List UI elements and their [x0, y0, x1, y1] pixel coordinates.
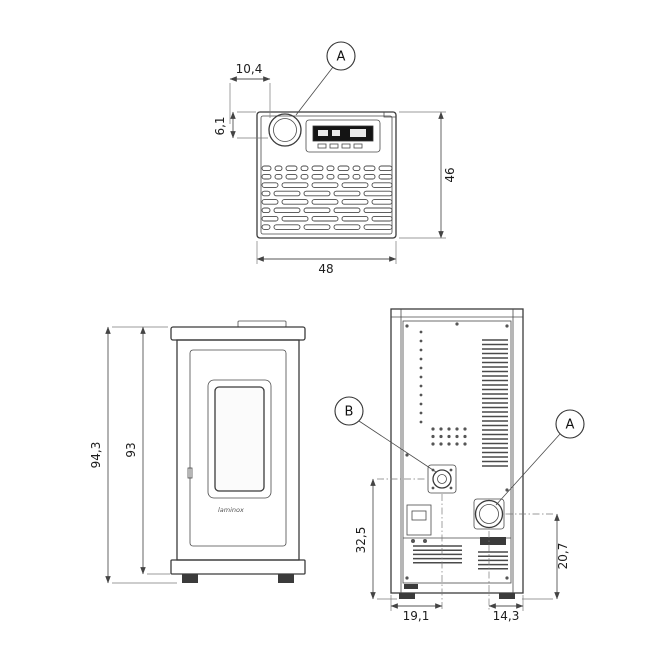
dim-flue-offset-x: 10,4	[236, 62, 263, 76]
rear-foot-right	[499, 593, 515, 599]
front-foot-right	[278, 574, 294, 583]
door-hinge	[187, 467, 193, 479]
rear-screws	[405, 322, 509, 580]
rear-vent-holes	[419, 330, 467, 446]
callout-b-rear-label: B	[345, 405, 354, 420]
rear-body	[390, 308, 524, 594]
rear-right-grille	[482, 339, 508, 467]
dim-rear-a-height: 20,7	[556, 543, 570, 570]
flue-outlet	[268, 113, 302, 147]
front-flue-collar	[237, 320, 287, 328]
front-view: laminox	[170, 320, 306, 583]
door-glass	[214, 386, 265, 492]
callout-a-top: A	[295, 41, 356, 116]
dim-top-width: 48	[318, 262, 333, 276]
callout-b-rear: B	[334, 396, 437, 473]
rating-plate	[480, 537, 506, 545]
rear-back-panel	[402, 320, 512, 584]
callout-a-top-label: A	[337, 50, 346, 65]
front-view-dimensions: 94,3 93	[89, 326, 177, 584]
brand-logo: laminox	[218, 506, 244, 514]
dim-front-body-height: 93	[124, 442, 138, 457]
electrical-box	[406, 504, 432, 543]
dim-rear-b-offset: 19,1	[403, 609, 430, 623]
top-view-body	[256, 111, 397, 239]
rear-view	[390, 308, 524, 599]
dim-flue-offset-y: 6,1	[213, 116, 227, 135]
callout-a-rear: A	[495, 409, 585, 506]
rear-bottom-left-grille	[413, 545, 462, 564]
dim-rear-a-offset: 14,3	[493, 609, 520, 623]
rear-foot-left	[399, 593, 415, 599]
top-view-dimensions: 10,4 6,1 46 48 A	[213, 41, 457, 276]
callout-a-rear-label: A	[566, 418, 575, 433]
dim-front-total-height: 94,3	[89, 442, 103, 469]
front-top-plate	[170, 326, 306, 341]
dim-top-depth: 46	[443, 167, 457, 182]
front-door	[189, 349, 287, 547]
rear-bottom-right-grille	[478, 551, 508, 570]
top-vent-slots	[261, 165, 393, 230]
rear-view-dimensions: B A 32,5 20,7 19,1 14,3	[334, 396, 585, 623]
front-base	[170, 559, 306, 575]
top-view	[256, 111, 397, 239]
front-foot-left	[182, 574, 198, 583]
glass-frame	[207, 379, 272, 499]
smoke-outlet-a	[473, 498, 505, 530]
control-panel	[305, 119, 381, 153]
air-inlet-b	[427, 464, 457, 494]
dim-rear-b-height: 32,5	[354, 527, 368, 554]
serial-plate	[404, 584, 418, 589]
